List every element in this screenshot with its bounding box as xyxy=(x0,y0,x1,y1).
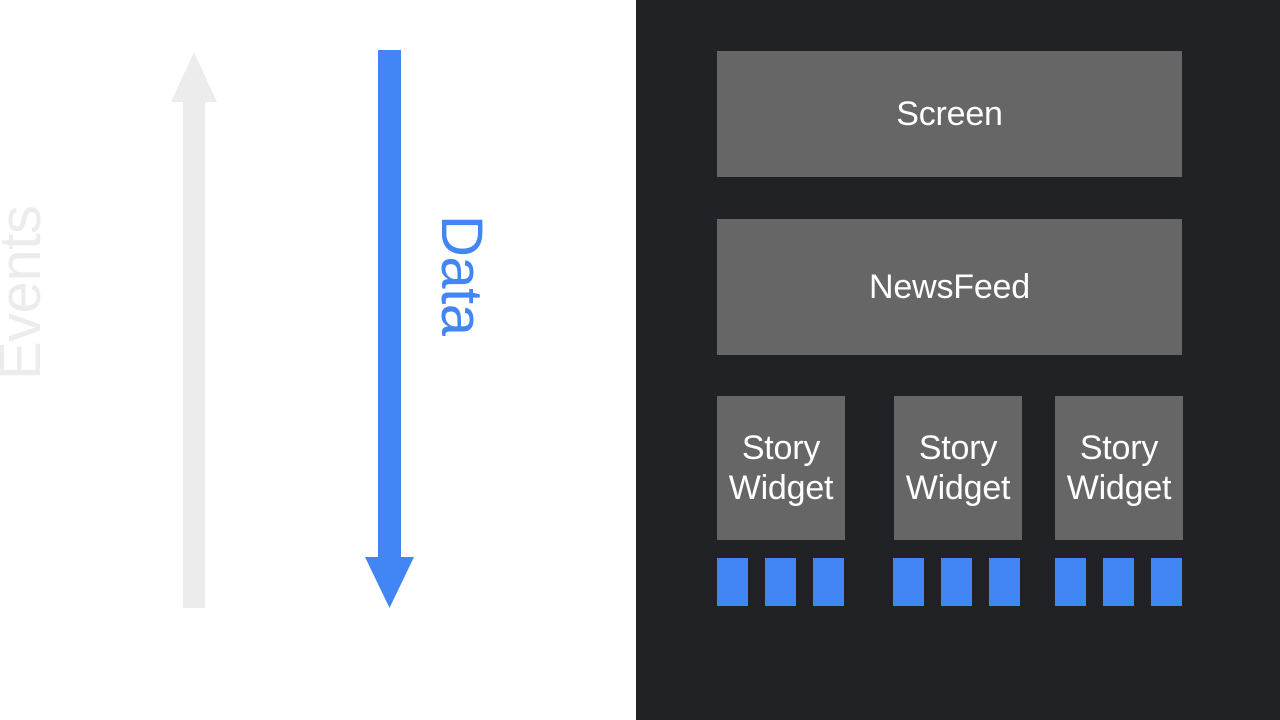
block-screen[interactable]: Screen xyxy=(717,51,1182,177)
flow-panel: Events Data xyxy=(0,0,636,720)
story-widget-line2: Widget xyxy=(1066,469,1172,507)
leaf-node[interactable] xyxy=(813,558,844,606)
leaf-node[interactable] xyxy=(893,558,924,606)
leaf-node-group xyxy=(893,558,1020,606)
arrow-down-icon xyxy=(365,50,414,608)
leaf-node[interactable] xyxy=(1151,558,1182,606)
events-flow-label: Events xyxy=(0,205,53,380)
data-flow-label: Data xyxy=(429,215,494,336)
story-widget-line2: Widget xyxy=(905,469,1011,507)
block-story-widget[interactable]: Story Widget xyxy=(717,396,845,540)
leaf-node-group xyxy=(1055,558,1182,606)
leaf-node[interactable] xyxy=(1055,558,1086,606)
leaf-node[interactable] xyxy=(941,558,972,606)
leaf-node[interactable] xyxy=(1103,558,1134,606)
block-story-widget[interactable]: Story Widget xyxy=(894,396,1022,540)
arrow-up-icon xyxy=(171,52,217,608)
leaf-node[interactable] xyxy=(765,558,796,606)
leaf-node[interactable] xyxy=(989,558,1020,606)
story-widget-line1: Story xyxy=(1079,428,1159,467)
leaf-node[interactable] xyxy=(717,558,748,606)
story-widget-line1: Story xyxy=(741,428,821,467)
architecture-panel: Screen NewsFeed Story Widget Story Widge… xyxy=(636,0,1280,720)
story-widget-line1: Story xyxy=(918,428,998,467)
story-widget-line2: Widget xyxy=(728,469,834,507)
block-newsfeed[interactable]: NewsFeed xyxy=(717,219,1182,355)
leaf-node-group xyxy=(717,558,844,606)
block-story-widget[interactable]: Story Widget xyxy=(1055,396,1183,540)
